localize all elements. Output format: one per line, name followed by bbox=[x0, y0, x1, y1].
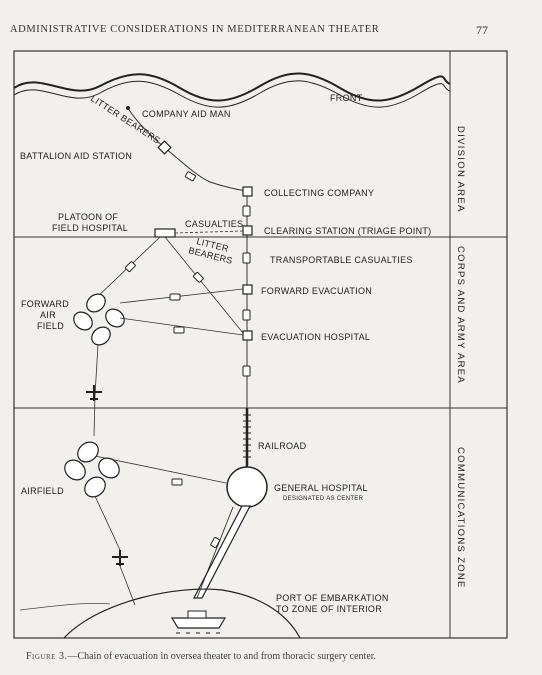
front-line-inner bbox=[13, 80, 451, 108]
general-hospital-label: GENERAL HOSPITAL bbox=[274, 483, 368, 493]
ambulance-icon bbox=[242, 309, 251, 321]
diagram-frame bbox=[13, 50, 508, 639]
air-route-to-port bbox=[119, 565, 136, 606]
clearing-station-label: CLEARING STATION (TRIAGE POINT) bbox=[264, 226, 431, 236]
company-aid-man-label: COMPANY AID MAN bbox=[142, 109, 231, 119]
air-route-lower bbox=[94, 495, 121, 551]
sea-curve bbox=[19, 602, 111, 611]
railroad-label: RAILROAD bbox=[258, 441, 307, 451]
ambulance-icon bbox=[242, 205, 251, 217]
port-label-line2: TO ZONE OF INTERIOR bbox=[276, 604, 382, 614]
page-number: 77 bbox=[476, 23, 488, 37]
company-aid-man-marker bbox=[126, 106, 130, 110]
ambulance-icon bbox=[169, 293, 181, 301]
front-label: FRONT bbox=[330, 93, 363, 103]
collecting-company-node bbox=[242, 186, 253, 197]
airplane-icon bbox=[86, 385, 102, 401]
forward-air-field-label-line2: AIR bbox=[40, 310, 56, 320]
forward-air-field-label-line3: FIELD bbox=[37, 321, 64, 331]
figure-caption: Figure 3.—Chain of evacuation in oversea… bbox=[26, 651, 526, 662]
ambulance-icon bbox=[242, 252, 251, 264]
airfield-label: AIRFIELD bbox=[21, 486, 64, 496]
ambulance-icon bbox=[184, 171, 196, 182]
ambulance-icon bbox=[171, 478, 183, 486]
road-to-port bbox=[196, 506, 234, 599]
division-area-label: DIVISION AREA bbox=[455, 126, 466, 213]
battalion-aid-station-node bbox=[157, 140, 172, 155]
field-hospital-platoon-node bbox=[154, 228, 176, 238]
ambulance-icon bbox=[210, 537, 221, 549]
general-hospital-node bbox=[226, 466, 268, 508]
ambulance-icon bbox=[173, 326, 185, 334]
forward-evacuation-node bbox=[242, 284, 253, 295]
ambulance-icon bbox=[124, 261, 136, 273]
evacuation-hospital-label: EVACUATION HOSPITAL bbox=[261, 332, 370, 342]
air-route-mid bbox=[93, 394, 96, 437]
transportable-casualties-label: TRANSPORTABLE CASUALTIES bbox=[270, 255, 413, 265]
port-label-line1: PORT OF EMBARKATION bbox=[276, 593, 389, 603]
platoon-to-evac-hospital-link bbox=[164, 236, 244, 334]
ship-icon bbox=[170, 610, 227, 634]
air-field-to-forward-evac-link bbox=[119, 288, 244, 304]
air-route-upper bbox=[94, 344, 99, 396]
railroad-to-port bbox=[193, 505, 251, 599]
caption-text: —Chain of evacuation in oversea theater … bbox=[67, 651, 377, 662]
litter-bearers-top-label: LITTER BEARERS bbox=[89, 93, 162, 145]
casualties-link bbox=[174, 230, 244, 234]
figure-label: Figure 3. bbox=[26, 651, 68, 662]
airfield-to-general-hospital-link bbox=[94, 455, 227, 484]
forward-evacuation-label: FORWARD EVACUATION bbox=[261, 286, 372, 296]
forward-air-field-icon bbox=[73, 293, 125, 346]
harbor-shoreline bbox=[63, 588, 301, 639]
casualties-label: CASUALTIES bbox=[185, 219, 243, 229]
evacuation-hospital-node bbox=[242, 330, 253, 341]
ambulance-icon bbox=[192, 271, 204, 283]
platoon-label-line1: PLATOON OF bbox=[58, 212, 118, 222]
forward-air-field-label-line1: FORWARD bbox=[21, 299, 69, 309]
corps-army-area-label: CORPS AND ARMY AREA bbox=[455, 246, 466, 384]
platoon-label-line2: FIELD HOSPITAL bbox=[52, 223, 128, 233]
running-header: ADMINISTRATIVE CONSIDERATIONS IN MEDITER… bbox=[10, 24, 380, 35]
front-line bbox=[13, 72, 451, 102]
airfield-icon bbox=[64, 441, 120, 498]
litter-path bbox=[127, 107, 248, 192]
platoon-to-airfield-link bbox=[91, 236, 161, 303]
communications-zone-label: COMMUNICATIONS ZONE bbox=[455, 447, 466, 589]
designated-as-center-label: DESIGNATED AS CENTER bbox=[283, 496, 364, 502]
battalion-aid-station-label: BATTALION AID STATION bbox=[20, 151, 132, 161]
ambulance-icons bbox=[124, 171, 251, 549]
collecting-company-label: COLLECTING COMPANY bbox=[264, 188, 374, 198]
airplane-icon bbox=[112, 550, 128, 566]
ambulance-icon bbox=[242, 365, 251, 377]
railroad-ties bbox=[243, 414, 251, 458]
clearing-station-node bbox=[242, 225, 253, 236]
